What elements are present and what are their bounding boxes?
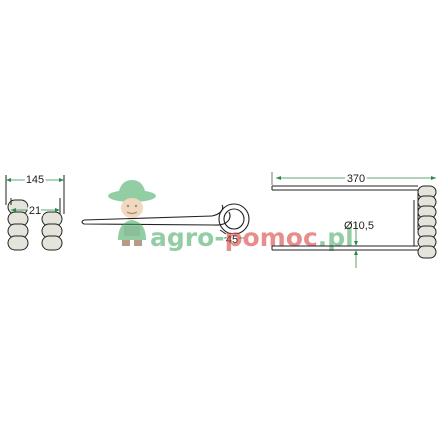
coil-bore-label: 45 xyxy=(226,234,238,246)
dimension-coil-bore: 45 xyxy=(224,233,244,248)
farmer-mascot-icon xyxy=(108,180,156,246)
wire-diameter-label: Ø10,5 xyxy=(344,220,374,232)
brand-part-domain: .pl xyxy=(318,223,354,252)
spring-end-view: 145 21 xyxy=(5,172,65,251)
dimension-tine-length: 370 xyxy=(271,171,436,187)
upper-coil-pack xyxy=(417,185,437,229)
dimension-overall-width: 145 xyxy=(6,172,64,188)
watermark: agro-pomoc.pl xyxy=(108,180,354,252)
brand-part-agro: agro- xyxy=(150,223,225,252)
coil-outer xyxy=(218,203,250,235)
watermark-text: agro-pomoc.pl xyxy=(150,223,354,252)
coil-gap-label: 21 xyxy=(29,205,41,217)
brand-part-pomoc: pomoc xyxy=(225,223,318,252)
lower-coil-pack xyxy=(417,225,437,259)
tine-length-label: 370 xyxy=(347,173,365,185)
tine-side-view: 45 xyxy=(81,203,250,248)
right-coil-stack xyxy=(41,211,63,251)
tine-top-view: 370 Ø10,5 xyxy=(271,171,437,268)
left-coil-stack xyxy=(7,199,29,251)
overall-width-label: 145 xyxy=(26,174,44,186)
dimension-coil-gap: 21 xyxy=(11,203,60,219)
dimension-wire-diameter: Ø10,5 xyxy=(344,220,374,268)
coil-inner xyxy=(223,208,245,230)
